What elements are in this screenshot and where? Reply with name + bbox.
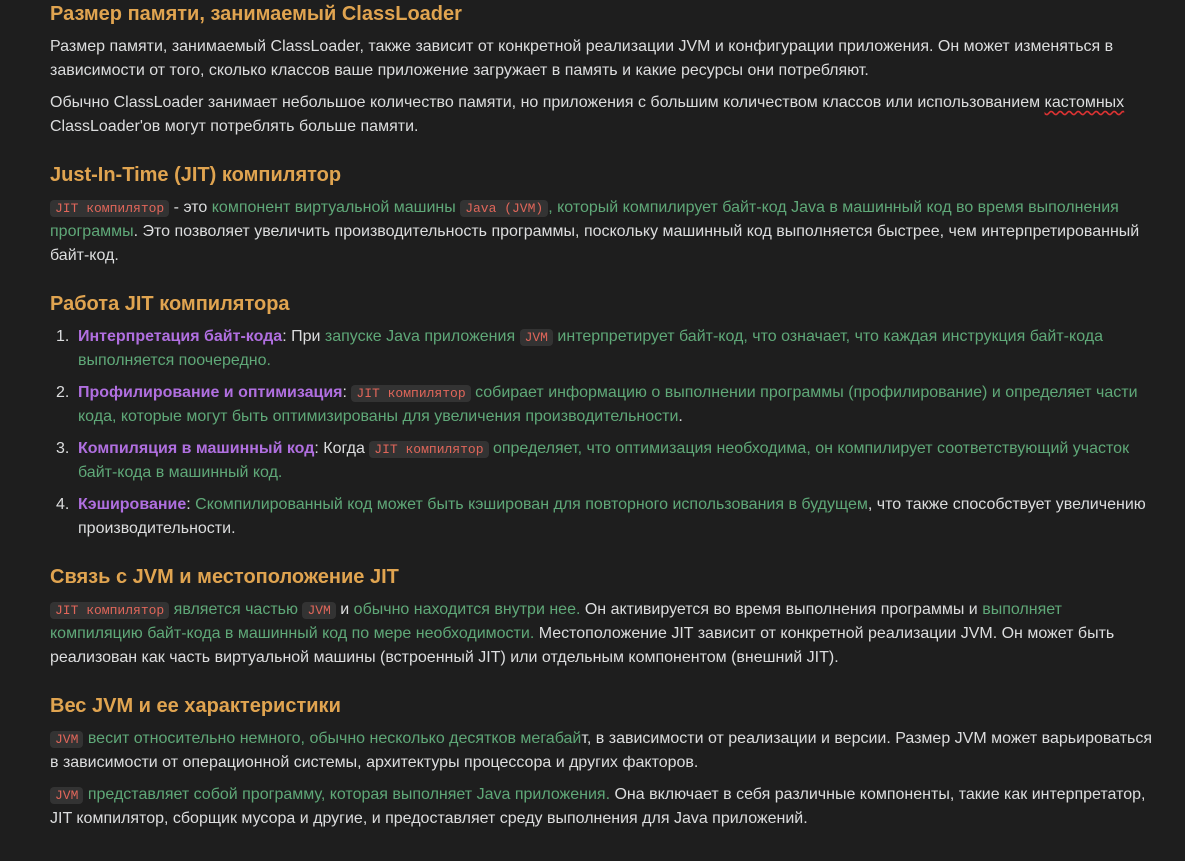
text: : bbox=[342, 384, 352, 401]
paragraph-jvm-jit: JIT компилятор является частью JVM и обы… bbox=[50, 598, 1157, 670]
item-title: Кэширование bbox=[78, 496, 187, 513]
highlight-text: интерпретирует байт-код, что означает, ч… bbox=[78, 328, 1103, 369]
text: . Это позволяет увеличить производительн… bbox=[50, 223, 1140, 264]
text: - это bbox=[169, 199, 212, 216]
highlight-text: представляет собой программу, которая вы… bbox=[83, 786, 611, 803]
inline-code: JVM bbox=[50, 731, 84, 748]
list-item: 2. Профилирование и оптимизация: JIT комп… bbox=[50, 381, 1157, 429]
text: . bbox=[678, 408, 683, 425]
list-item: 1. Интерпретация байт-кода: При запуске J… bbox=[50, 325, 1157, 373]
heading-jvm-weight: Вес JVM и ее характеристики bbox=[50, 695, 341, 717]
inline-code: JIT компилятор bbox=[50, 602, 170, 619]
text: : При bbox=[282, 328, 325, 345]
highlight-text: Скомпилированный код может быть кэширова… bbox=[195, 496, 868, 513]
paragraph-jvm-program: JVM представляет собой программу, котора… bbox=[50, 783, 1157, 831]
list-number: 2. bbox=[56, 384, 70, 401]
text: и bbox=[335, 601, 354, 618]
text: т, в зависимости от реализации и версии.… bbox=[50, 730, 1153, 771]
heading-jit-work: Работа JIT компилятора bbox=[50, 293, 290, 315]
list-item: 4. Кэширование: Скомпилированный код може… bbox=[50, 493, 1157, 541]
list-number: 4. bbox=[56, 496, 70, 513]
text: : bbox=[186, 496, 196, 513]
highlight-text: обычно находится внутри нее. bbox=[353, 601, 581, 618]
heading-classloader-memory: Размер памяти, занимаемый ClassLoader bbox=[50, 3, 462, 25]
inline-code: Java (JVM) bbox=[460, 200, 549, 217]
text: Он активируется во время выполнения прог… bbox=[580, 601, 983, 618]
inline-code: JIT компилятор bbox=[50, 200, 170, 217]
text: : Когда bbox=[314, 440, 370, 457]
list-number: 3. bbox=[56, 440, 70, 457]
paragraph-jvm-weight: JVM весит относительно немного, обычно н… bbox=[50, 727, 1157, 775]
text: , что также способствует увеличению прои… bbox=[78, 496, 1146, 537]
heading-jvm-jit-relation: Связь с JVM и местоположение JIT bbox=[50, 566, 399, 588]
item-title: Профилирование и оптимизация bbox=[78, 384, 343, 401]
inline-code: JVM bbox=[519, 329, 553, 346]
list-number: 1. bbox=[56, 328, 70, 345]
highlight-text: выполняет компиляцию байт-кода в машинны… bbox=[50, 601, 1062, 642]
paragraph-classloader-2: Обычно ClassLoader занимает небольшое ко… bbox=[50, 91, 1157, 139]
highlight-text: определяет, что оптимизация необходима, … bbox=[78, 440, 1130, 481]
item-title: Компиляция в машинный код bbox=[78, 440, 315, 457]
list-item: 3. Компиляция в машинный код: Когда JIT к… bbox=[50, 437, 1157, 485]
text: ClassLoader'ов могут потреблять больше п… bbox=[50, 118, 419, 135]
misspelled-word[interactable]: кастомных bbox=[1044, 94, 1125, 111]
paragraph-jit-definition: JIT компилятор - это компонент виртуальн… bbox=[50, 196, 1157, 268]
paragraph-classloader-1: Размер памяти, занимаемый ClassLoader, т… bbox=[50, 38, 1114, 79]
highlight-text: весит относительно немного, обычно неско… bbox=[83, 730, 582, 747]
highlight-text: запуске Java приложения bbox=[324, 328, 520, 345]
text: Обычно ClassLoader занимает небольшое ко… bbox=[50, 94, 1045, 111]
inline-code: JVM bbox=[50, 787, 84, 804]
inline-code: JIT компилятор bbox=[369, 441, 489, 458]
inline-code: JVM bbox=[302, 602, 336, 619]
heading-jit-compiler: Just-In-Time (JIT) компилятор bbox=[50, 164, 342, 186]
inline-code: JIT компилятор bbox=[351, 385, 471, 402]
text: Местоположение JIT зависит от конкретной… bbox=[50, 625, 1115, 666]
text: Она включает в себя различные компоненты… bbox=[50, 786, 1146, 827]
jit-steps-list: 1. Интерпретация байт-кода: При запуске J… bbox=[50, 325, 1157, 541]
highlight-text: , который компилирует байт-код Java в ма… bbox=[50, 199, 1119, 240]
highlight-text: компонент виртуальной машины bbox=[211, 199, 461, 216]
item-title: Интерпретация байт-кода bbox=[78, 328, 283, 345]
highlight-text: является частью bbox=[169, 601, 303, 618]
highlight-text: собирает информацию о выполнении програм… bbox=[78, 384, 1138, 425]
